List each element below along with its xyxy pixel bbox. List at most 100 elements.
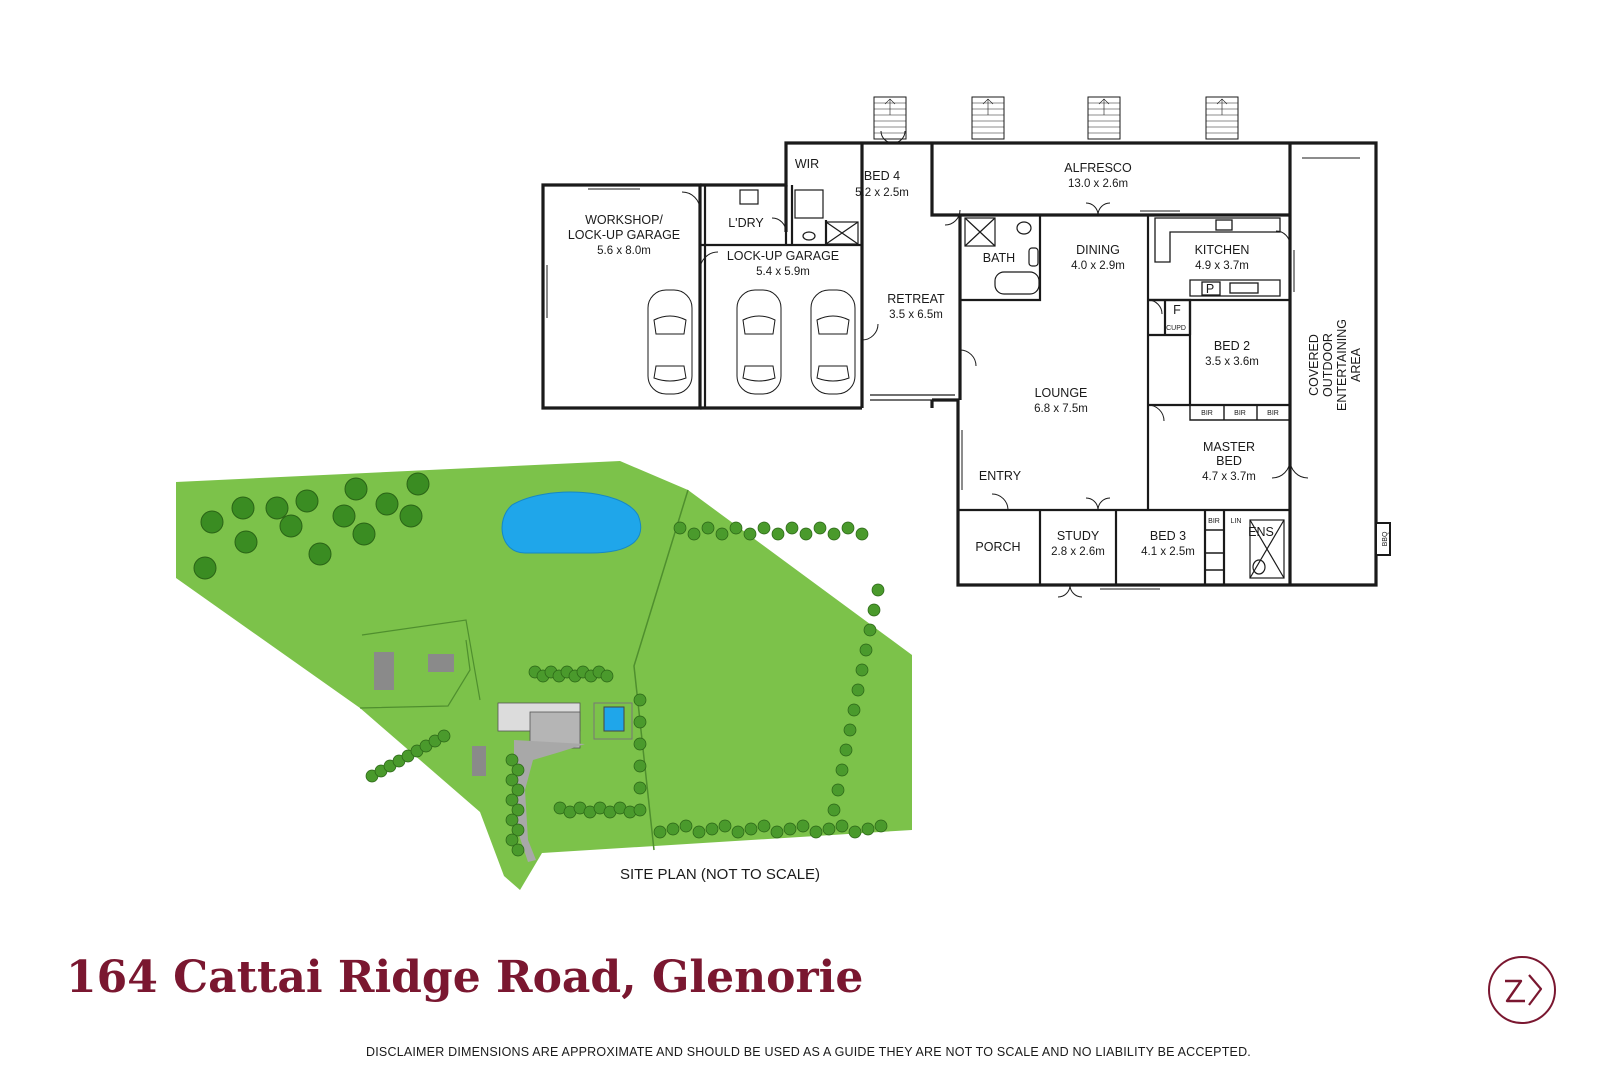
tree-icon	[687, 527, 701, 541]
pool-surround	[593, 702, 633, 740]
built-in-robes	[1189, 404, 1291, 585]
tree-icon	[399, 504, 423, 528]
windows	[542, 157, 1360, 590]
alfresco-dimensions: 13.0 x 2.6m	[1068, 178, 1128, 190]
bir-label: BIR	[1267, 410, 1279, 417]
lounge-dimensions: 6.8 x 7.5m	[1034, 403, 1088, 415]
car-icon	[647, 289, 693, 395]
tree-icon	[796, 819, 810, 833]
shed-building	[374, 652, 394, 690]
car-windscreen	[742, 315, 776, 335]
paddock-fence	[633, 489, 689, 851]
tree-icon	[859, 643, 873, 657]
laundry-label: L'DRY	[728, 216, 764, 230]
tree-icon	[511, 823, 525, 837]
driveway	[514, 740, 585, 862]
tree-icon	[505, 773, 519, 787]
tree-icon	[843, 723, 857, 737]
paddock-fence	[361, 619, 481, 701]
arrow-up-icon	[884, 98, 896, 115]
tree-icon	[600, 669, 614, 683]
tree-icon	[718, 819, 732, 833]
tree-icon	[809, 825, 823, 839]
tree-icon	[743, 527, 757, 541]
arrow-up-icon	[1098, 98, 1110, 115]
tree-icon	[871, 583, 885, 597]
tree-icon	[831, 783, 845, 797]
kitchen-label: KITCHEN	[1195, 243, 1250, 257]
tree-icon	[827, 803, 841, 817]
tree-icon	[295, 489, 319, 513]
car-outlines	[647, 289, 856, 395]
alfresco-label: ALFRESCO	[1064, 161, 1132, 175]
workshop-label: LOCK-UP GARAGE	[568, 228, 680, 242]
car-rear-window	[742, 365, 776, 382]
bed3-dimensions: 4.1 x 2.5m	[1141, 546, 1195, 558]
bir-label: BIR	[1234, 410, 1246, 417]
tree-icon	[847, 703, 861, 717]
tree-icon	[813, 521, 827, 535]
tree-icon	[633, 715, 647, 729]
car-windscreen	[653, 315, 687, 335]
tree-icon	[744, 822, 758, 836]
floor-plan	[541, 96, 1391, 598]
bed2-label: BED 2	[1214, 339, 1250, 353]
tree-icon	[822, 822, 836, 836]
tree-icon	[505, 813, 519, 827]
tree-icon	[770, 825, 784, 839]
lockup-garage-label: LOCK-UP GARAGE	[727, 249, 839, 263]
bed3-label: BED 3	[1150, 529, 1186, 543]
tree-icon	[437, 729, 451, 743]
tree-icon	[799, 527, 813, 541]
tree-icon	[332, 504, 356, 528]
tree-icon	[841, 521, 855, 535]
tree-icon	[783, 822, 797, 836]
workshop-label: WORKSHOP/	[585, 213, 663, 227]
fridge-label: F	[1173, 303, 1181, 317]
tree-icon	[827, 527, 841, 541]
tree-icon	[835, 763, 849, 777]
tree-icon	[511, 763, 525, 777]
tree-icon	[234, 530, 258, 554]
room-labels: WORKSHOP/ LOCK-UP GARAGE 5.6 x 8.0m L'DR…	[568, 157, 1389, 558]
car-rear-window	[816, 365, 850, 382]
interior-walls	[700, 185, 1292, 585]
covered-area-label: COVERED	[1307, 334, 1321, 396]
tree-icon	[679, 819, 693, 833]
arrow-up-icon	[1216, 98, 1228, 115]
car-icon	[810, 289, 856, 395]
tree-icon	[633, 693, 647, 707]
tree-icon	[265, 496, 289, 520]
tree-icon	[633, 759, 647, 773]
tree-icon	[715, 527, 729, 541]
cupboard-label: CUPD	[1166, 325, 1186, 332]
covered-area-label: ENTERTAINING	[1335, 319, 1349, 411]
stair-treads	[874, 98, 1238, 134]
shed-building	[472, 746, 486, 776]
tree-icon	[867, 603, 881, 617]
workshop-dimensions: 5.6 x 8.0m	[597, 245, 651, 257]
tree-icon	[851, 683, 865, 697]
tree-icon	[692, 825, 706, 839]
tree-icon	[863, 623, 877, 637]
bir-label: BIR	[1201, 410, 1213, 417]
tree-icon	[653, 825, 667, 839]
tree-icon	[511, 803, 525, 817]
tree-icon	[848, 825, 862, 839]
tree-icon	[785, 521, 799, 535]
linen-label: LIN	[1231, 518, 1242, 525]
bed2-dimensions: 3.5 x 3.6m	[1205, 356, 1259, 368]
tree-icon	[705, 822, 719, 836]
tree-icon	[511, 843, 525, 857]
tree-icon	[757, 819, 771, 833]
bed4-label: BED 4	[864, 169, 900, 183]
rear-stairs	[873, 96, 1239, 140]
dining-label: DINING	[1076, 243, 1120, 257]
entry-label: ENTRY	[979, 469, 1022, 483]
retreat-dimensions: 3.5 x 6.5m	[889, 309, 943, 321]
covered-area-label: AREA	[1349, 347, 1363, 382]
kitchen-benches	[1154, 217, 1281, 297]
tree-icon	[505, 753, 519, 767]
master-bed-label: MASTER	[1203, 440, 1255, 454]
tree-icon	[511, 783, 525, 797]
